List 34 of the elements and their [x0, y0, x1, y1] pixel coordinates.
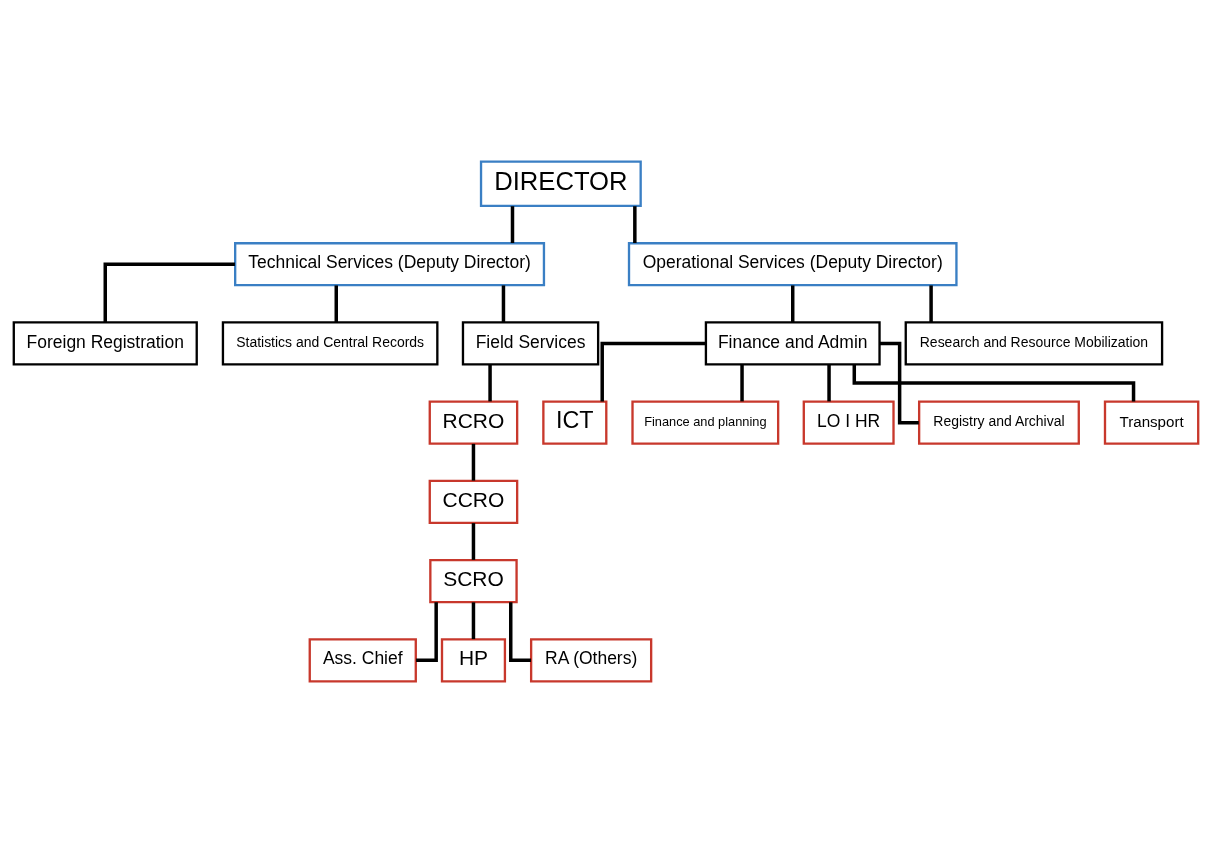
connector	[510, 206, 515, 244]
node-box: LO I HR	[802, 400, 895, 445]
connector	[471, 602, 476, 640]
node-box: Ass. Chief	[308, 638, 417, 683]
node-box: Statistics and Central Records	[221, 321, 439, 366]
connector	[488, 364, 492, 402]
node-box: Operational Services (Deputy Director)	[627, 242, 958, 287]
connector	[600, 341, 706, 402]
node-box: CCRO	[428, 479, 519, 525]
node-box: Transport	[1103, 400, 1200, 445]
node-box: Finance and planning	[631, 400, 780, 445]
node-box: HP	[440, 638, 507, 683]
node-box: Field Services	[461, 321, 600, 366]
connector	[852, 364, 1136, 402]
node-box: Finance and Admin	[704, 321, 881, 366]
node-box: Research and Resource Mobilization	[904, 321, 1164, 366]
connector	[740, 364, 744, 402]
connector	[633, 206, 637, 244]
node-box: RCRO	[428, 400, 519, 445]
connector	[471, 443, 476, 481]
node-box: SCRO	[429, 559, 518, 604]
node-box: ICT	[542, 400, 608, 445]
connector	[790, 285, 795, 323]
connector	[827, 364, 831, 402]
connector	[501, 285, 506, 323]
node-box: DIRECTOR	[479, 160, 642, 208]
connector	[334, 285, 338, 323]
connector	[471, 523, 476, 560]
node-box: Registry and Archival	[918, 400, 1080, 445]
connector	[929, 285, 933, 323]
node-box: RA (Others)	[529, 638, 653, 683]
node-box: Technical Services (Deputy Director)	[234, 242, 546, 287]
node-box: Foreign Registration	[12, 321, 198, 366]
connector	[103, 262, 235, 323]
